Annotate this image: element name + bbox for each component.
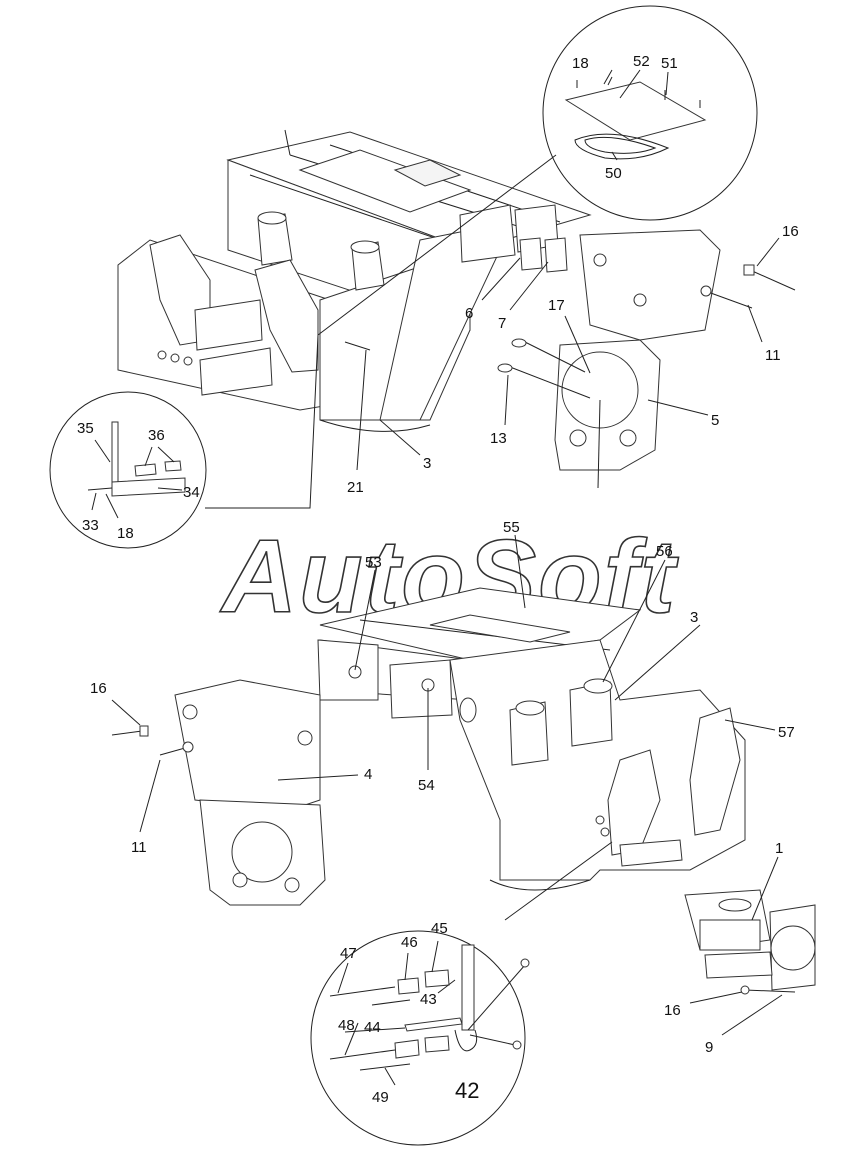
detail-bracket-callout [49,334,319,549]
callout-16-top: 16 [782,223,799,240]
callout-13: 13 [490,430,507,447]
callout-34: 34 [183,484,200,501]
callout-3-top: 3 [423,455,431,472]
callout-48: 48 [338,1017,355,1034]
callout-49: 49 [372,1089,389,1106]
leader-lines [91,69,783,1086]
detail-cable-callout [310,930,530,1146]
callout-17: 17 [548,297,565,314]
callout-5: 5 [711,412,719,429]
callout-44: 44 [364,1019,381,1036]
callout-51: 51 [661,55,678,72]
callout-52: 52 [633,53,650,70]
callout-47: 47 [340,945,357,962]
callout-4: 4 [364,766,372,783]
callout-46: 46 [401,934,418,951]
callout-57: 57 [778,724,795,741]
callout-53: 53 [365,554,382,571]
callout-45: 45 [431,920,448,937]
callout-18-top: 18 [572,55,589,72]
detail-label-42: 42 [455,1078,479,1103]
callout-labels: 18 52 51 50 16 11 6 7 17 13 5 3 21 35 36… [77,53,799,1106]
callout-21: 21 [347,479,364,496]
callout-11-left: 11 [131,839,147,856]
callout-16-right: 16 [664,1002,681,1019]
callout-54: 54 [418,777,435,794]
callout-43: 43 [420,991,437,1008]
callout-18-left: 18 [117,525,134,542]
callout-36: 36 [148,427,165,444]
callout-55: 55 [503,519,520,536]
callout-6: 6 [465,305,473,322]
callout-1: 1 [775,840,783,857]
callout-35: 35 [77,420,94,437]
detail-gasket-callout [317,5,758,336]
callout-7: 7 [498,315,506,332]
callout-50: 50 [605,165,622,182]
callout-56: 56 [656,543,673,560]
upper-frame-assembly [117,129,796,471]
callout-33: 33 [82,517,99,534]
callout-9: 9 [705,1039,713,1056]
callout-3-bottom: 3 [690,609,698,626]
callout-11-top: 11 [765,347,781,364]
callout-16-left: 16 [90,680,107,697]
lower-frame-assembly [111,587,816,995]
